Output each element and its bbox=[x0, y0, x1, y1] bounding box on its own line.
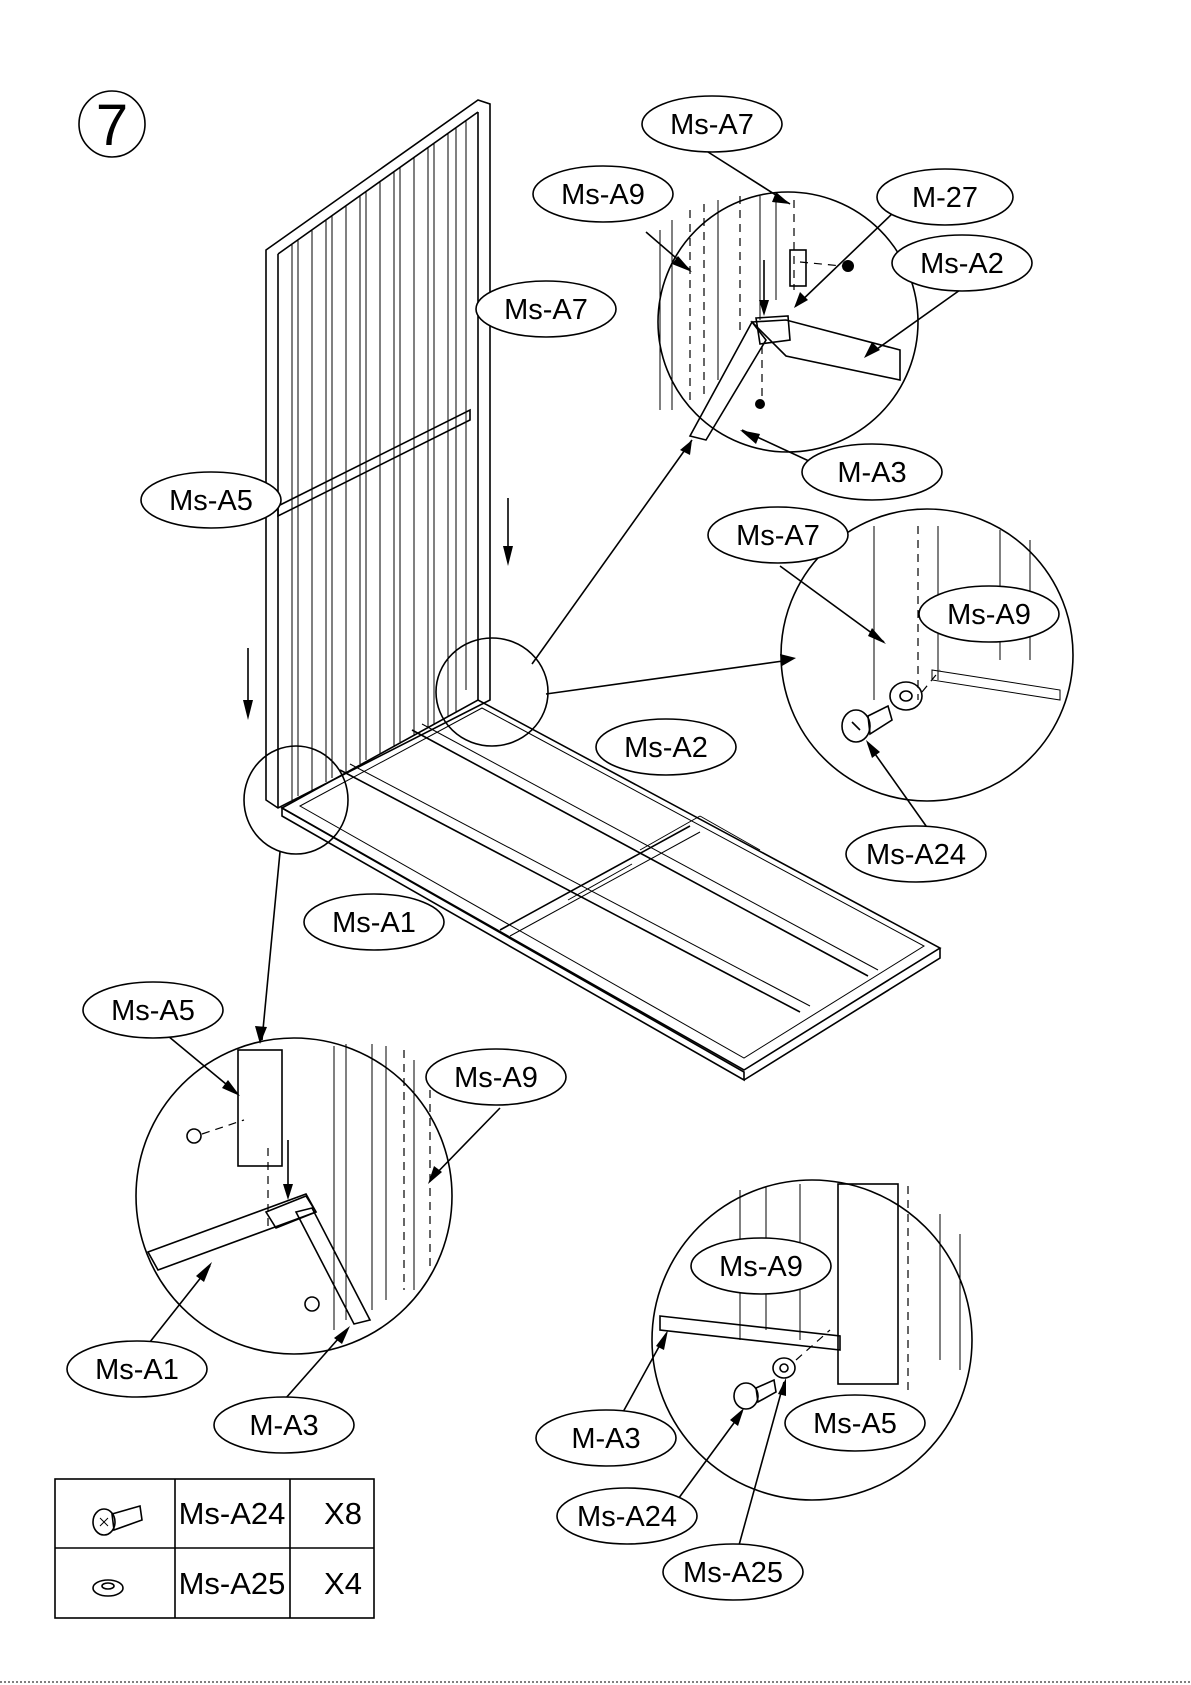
part-label-text: Ms-A9 bbox=[947, 599, 1031, 631]
part-label-text: Ms-A9 bbox=[561, 179, 645, 211]
part-label-text: Ms-A2 bbox=[624, 732, 708, 764]
table-qty: X8 bbox=[324, 1496, 362, 1531]
part-label-text: Ms-A5 bbox=[813, 1408, 897, 1440]
part-label: M-A3 bbox=[214, 1397, 354, 1453]
part-label: Ms-A1 bbox=[304, 894, 444, 950]
part-label-text: M-27 bbox=[912, 182, 978, 214]
part-label: Ms-A7 bbox=[708, 507, 848, 563]
washer-icon bbox=[773, 1358, 795, 1378]
table-part-name: Ms-A24 bbox=[179, 1496, 286, 1531]
screw-icon bbox=[93, 1506, 142, 1535]
screw-icon bbox=[734, 1380, 776, 1409]
part-label-text: M-A3 bbox=[837, 457, 906, 489]
down-arrow-icon bbox=[243, 648, 253, 720]
washer-icon bbox=[890, 682, 922, 710]
part-label: Ms-A5 bbox=[785, 1395, 925, 1451]
washer-icon bbox=[93, 1580, 123, 1596]
step-indicator: 7 bbox=[79, 91, 145, 158]
part-label-text: M-A3 bbox=[571, 1423, 640, 1455]
part-label-text: Ms-A7 bbox=[504, 294, 588, 326]
part-label: Ms-A2 bbox=[892, 235, 1032, 291]
step-number: 7 bbox=[96, 93, 128, 158]
part-label: Ms-A25 bbox=[663, 1544, 803, 1600]
screw-icon bbox=[842, 706, 892, 742]
part-label-text: M-A3 bbox=[249, 1410, 318, 1442]
screw-icon bbox=[800, 260, 854, 272]
down-arrow-icon bbox=[503, 498, 513, 566]
detail-right bbox=[780, 509, 1073, 840]
part-label-text: Ms-A24 bbox=[577, 1501, 677, 1533]
part-label-text: Ms-A9 bbox=[454, 1062, 538, 1094]
part-labels: Ms-A7 Ms-A9 M-27 Ms-A2 Ms-A7 Ms-A5 M-A3 bbox=[67, 96, 1059, 1600]
part-label-text: Ms-A5 bbox=[169, 485, 253, 517]
table-part-name: Ms-A25 bbox=[179, 1566, 286, 1601]
part-label: Ms-A2 bbox=[596, 719, 736, 775]
part-label: Ms-A9 bbox=[919, 586, 1059, 642]
detail-callout-circle bbox=[436, 638, 548, 746]
part-label: Ms-A9 bbox=[426, 1049, 566, 1105]
table-qty: X4 bbox=[324, 1566, 362, 1601]
part-label: M-A3 bbox=[536, 1410, 676, 1466]
part-label: Ms-A9 bbox=[533, 166, 673, 222]
part-label: M-A3 bbox=[802, 444, 942, 500]
part-label: Ms-A5 bbox=[83, 982, 223, 1038]
part-label: Ms-A7 bbox=[642, 96, 782, 152]
part-label: Ms-A5 bbox=[141, 472, 281, 528]
part-label-text: Ms-A1 bbox=[95, 1354, 179, 1386]
part-label: Ms-A7 bbox=[476, 281, 616, 337]
part-label-text: Ms-A5 bbox=[111, 995, 195, 1027]
part-label: Ms-A9 bbox=[691, 1238, 831, 1294]
part-label-text: Ms-A1 bbox=[332, 907, 416, 939]
parts-table: Ms-A24 X8 Ms-A25 X4 bbox=[55, 1479, 374, 1618]
table-row: Ms-A24 X8 bbox=[93, 1496, 362, 1535]
part-label-text: Ms-A7 bbox=[670, 109, 754, 141]
part-label-text: Ms-A25 bbox=[683, 1557, 783, 1589]
table-row: Ms-A25 X4 bbox=[93, 1566, 362, 1601]
screw-icon bbox=[187, 1120, 244, 1143]
part-label-text: Ms-A24 bbox=[866, 839, 966, 871]
part-label: Ms-A24 bbox=[846, 826, 986, 882]
part-label: Ms-A1 bbox=[67, 1341, 207, 1397]
part-label: Ms-A24 bbox=[557, 1488, 697, 1544]
part-label-text: Ms-A2 bbox=[920, 248, 1004, 280]
part-label-text: Ms-A7 bbox=[736, 520, 820, 552]
screw-icon bbox=[305, 1297, 319, 1311]
part-label-text: Ms-A9 bbox=[719, 1251, 803, 1283]
part-label: M-27 bbox=[877, 169, 1013, 225]
